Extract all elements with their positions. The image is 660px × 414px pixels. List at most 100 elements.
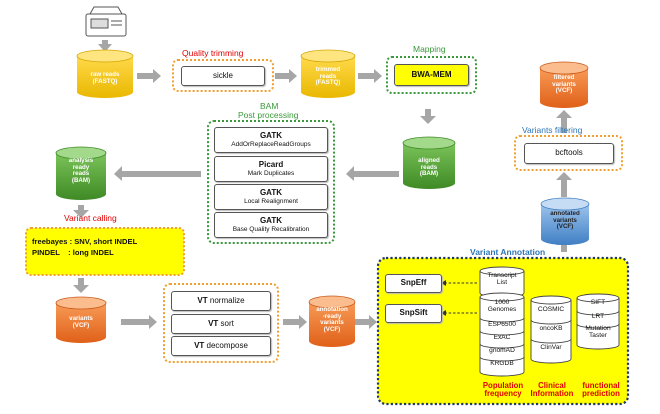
arrow-sickle-to-trimmed bbox=[275, 69, 297, 83]
gatk-bqsr-box: GATK Base Quality Recalibration bbox=[214, 212, 328, 238]
trimmed-reads-line-3: (FASTQ) bbox=[315, 79, 341, 86]
snpeff-label: SnpEff bbox=[400, 278, 427, 288]
db-exac: ExAC bbox=[493, 334, 511, 341]
raw-reads-line-1: raw reads bbox=[90, 71, 120, 78]
vt-decompose-vt: VT bbox=[194, 340, 205, 350]
picard-box: Picard Mark Duplicates bbox=[214, 156, 328, 182]
vt-sort-box: VT sort bbox=[171, 314, 271, 334]
gatk-bqsr-title: GATK bbox=[259, 216, 283, 226]
snpsift-box: SnpSift bbox=[385, 304, 442, 323]
variant-calling-frame bbox=[25, 227, 185, 276]
annotation-ready-line-3: variants bbox=[320, 319, 344, 326]
cylinder-annotated-variants bbox=[540, 197, 590, 245]
genomes-line-1: 1000 bbox=[494, 299, 510, 306]
bwa-mem-label: BWA-MEM bbox=[411, 69, 452, 79]
picard-title: Picard bbox=[258, 160, 284, 170]
gatk-readgroups-title: GATK bbox=[259, 131, 283, 141]
filtered-variants-line-2: variants bbox=[552, 80, 576, 88]
vt-decompose-label: VT decompose bbox=[194, 340, 248, 351]
trimmed-reads-line-1: trimmed bbox=[315, 66, 341, 73]
vt-frame bbox=[163, 283, 279, 363]
db-clinvar: ClinVar bbox=[540, 344, 562, 351]
vt-decompose-box: VT decompose bbox=[171, 336, 271, 356]
gatk-bqsr-sub: Base Quality Recalibration bbox=[232, 225, 310, 233]
aligned-reads-line-1: aligned bbox=[418, 157, 440, 164]
cylinder-trimmed-reads bbox=[300, 49, 356, 98]
annotation-ready-line-4: (VCF) bbox=[323, 325, 341, 333]
transcript-line-2: List bbox=[496, 278, 508, 286]
aligned-reads-line-2: reads bbox=[420, 163, 438, 171]
calling-text: freebayes : SNV, short INDEL PINDEL : lo… bbox=[32, 238, 137, 257]
db-krgdb: KRGDB bbox=[490, 360, 514, 367]
annotated-variants-line-1: annotated bbox=[550, 210, 580, 217]
arrow-variants-to-vt bbox=[121, 315, 157, 329]
arrow-annotated-to-bcftools bbox=[556, 172, 572, 197]
label-variant-calling: Variant calling bbox=[64, 213, 117, 223]
analysis-ready-line-1: analysis bbox=[68, 157, 94, 164]
population-line-1: Population bbox=[482, 381, 524, 390]
label-quality-trimming: Quality trimming bbox=[182, 48, 244, 58]
vt-sort-op: sort bbox=[218, 318, 234, 328]
vt-sort-label: VT sort bbox=[208, 318, 234, 329]
mutation-line-2: Taster bbox=[589, 331, 607, 339]
arrow-aligned-to-bam bbox=[346, 166, 399, 181]
genomes-line-2: Genomes bbox=[487, 305, 517, 313]
quality-trimming-frame bbox=[172, 59, 274, 92]
db-functional-stack bbox=[576, 293, 620, 350]
population-line-2: frequency bbox=[484, 389, 522, 399]
label-variants-filtering: Variants filtering bbox=[522, 125, 583, 135]
vt-normalize-label: VT normalize bbox=[197, 295, 245, 306]
cylinder-raw-reads bbox=[76, 49, 134, 98]
calling-freebayes: freebayes : SNV, short INDEL bbox=[32, 237, 138, 246]
vt-normalize-op: normalize bbox=[207, 295, 245, 305]
gatk-realign-title: GATK bbox=[259, 188, 283, 198]
db-lrt: LRT bbox=[591, 313, 605, 320]
functional-line-1: functional bbox=[582, 381, 620, 390]
arrow-raw-to-sickle bbox=[137, 69, 161, 83]
mutation-line-1: Mutation bbox=[585, 325, 611, 332]
vt-normalize-vt: VT bbox=[197, 295, 208, 305]
arrow-sequencer-down bbox=[98, 40, 112, 52]
cylinder-annotation-ready bbox=[308, 295, 356, 347]
vt-normalize-box: VT normalize bbox=[171, 291, 271, 311]
analysis-ready-line-3: reads bbox=[72, 170, 90, 177]
calling-pindel: PINDEL : long INDEL bbox=[32, 247, 114, 257]
gatk-realign-sub: Local Realignment bbox=[244, 197, 298, 205]
db-gnomad: gnomAD bbox=[489, 347, 515, 354]
sequencer-icon bbox=[85, 6, 127, 37]
gatk-readgroups-box: GATK AddOrReplaceReadGroups bbox=[214, 127, 328, 153]
clinical-line-2: Information bbox=[530, 389, 574, 399]
sickle-label: sickle bbox=[212, 70, 233, 80]
arrow-trimmed-to-bwa bbox=[358, 69, 382, 83]
arrow-bam-to-analysis bbox=[114, 166, 201, 181]
trimmed-reads-line-2: reads bbox=[319, 72, 337, 80]
annotated-variants-line-3: (VCF) bbox=[556, 223, 574, 230]
filtered-variants-line-3: (VCF) bbox=[555, 87, 573, 94]
annotation-ready-line-1: annotation bbox=[316, 306, 348, 313]
arrow-annotation-to-panel bbox=[355, 315, 377, 329]
cylinder-variants bbox=[55, 296, 107, 343]
variants-filtering-frame bbox=[514, 135, 623, 171]
db-transcript-list bbox=[479, 266, 525, 298]
variants-line-1: variants bbox=[69, 315, 93, 322]
raw-reads-label: raw reads(FASTQ) bbox=[88, 71, 122, 85]
db-cosmic: COSMIC bbox=[537, 306, 565, 313]
bam-post-frame bbox=[207, 120, 335, 244]
label-variant-annotation: Variant Annotation bbox=[470, 247, 546, 257]
transcript-line-1: Transcript bbox=[487, 272, 517, 279]
label-mapping: Mapping bbox=[413, 44, 446, 54]
annotation-ready-line-2: -ready bbox=[322, 312, 342, 320]
bwa-mem-box: BWA-MEM bbox=[394, 64, 469, 86]
